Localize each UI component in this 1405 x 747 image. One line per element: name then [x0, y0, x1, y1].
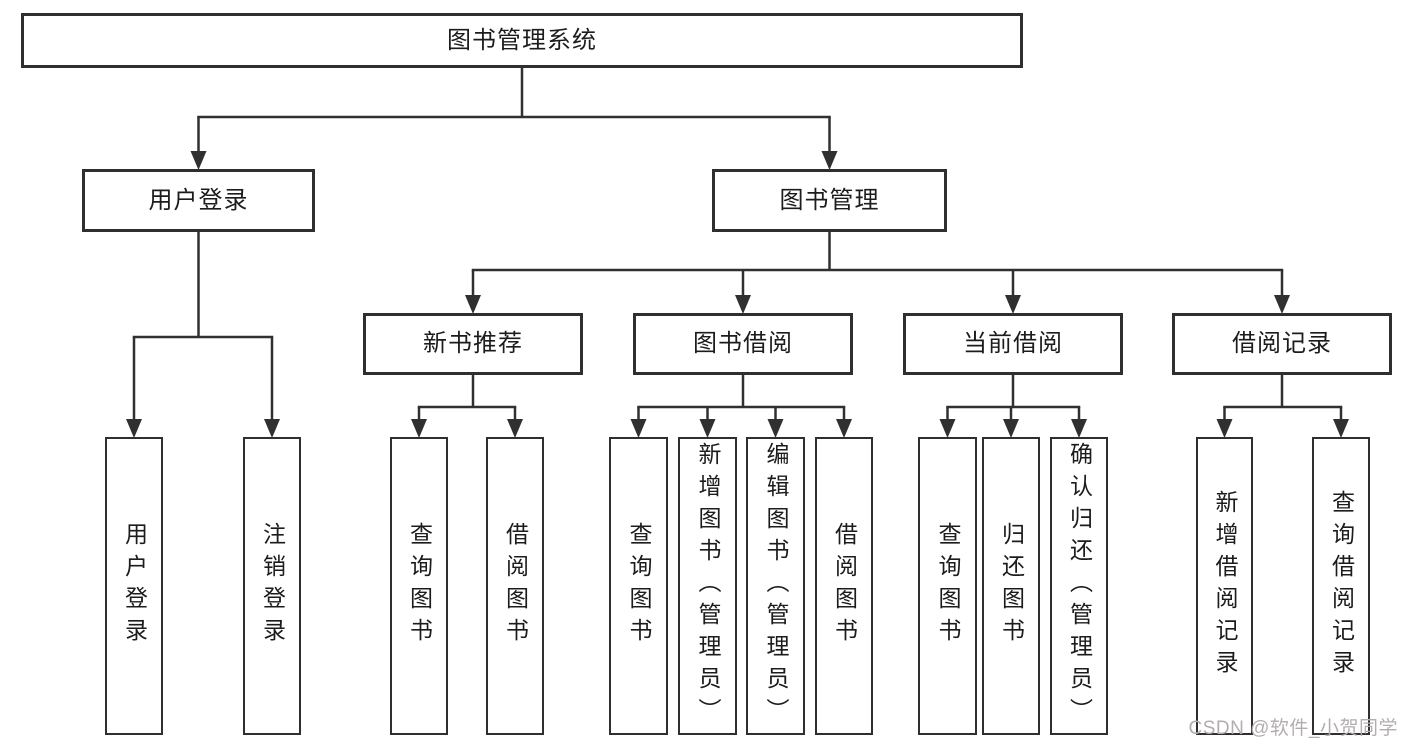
node-user-login: 用户登录	[82, 169, 315, 232]
node-label: 确认归还（管理员）	[1066, 442, 1093, 730]
node-leaf-query-book-2: 查询图书	[609, 437, 668, 735]
node-borrow-records: 借阅记录	[1172, 313, 1392, 375]
node-label: 归还图书	[998, 522, 1025, 650]
node-label: 新增图书（管理员）	[695, 442, 721, 730]
node-label: 新增借阅记录	[1212, 490, 1238, 682]
node-leaf-add-book: 新增图书（管理员）	[678, 437, 737, 735]
node-label: 编辑图书（管理员）	[763, 442, 789, 730]
node-label: 借阅图书	[831, 522, 858, 650]
node-label: 注销登录	[259, 522, 286, 650]
node-leaf-confirm-return: 确认归还（管理员）	[1050, 437, 1108, 735]
node-label: 查询图书	[406, 522, 433, 650]
node-leaf-borrow-book-1: 借阅图书	[486, 437, 544, 735]
node-leaf-edit-book: 编辑图书（管理员）	[746, 437, 805, 735]
node-leaf-borrow-book-2: 借阅图书	[815, 437, 873, 735]
node-label: 图书管理	[779, 186, 880, 214]
node-leaf-query-book-1: 查询图书	[390, 437, 448, 735]
node-leaf-query-book-3: 查询图书	[918, 437, 977, 735]
node-current-borrow: 当前借阅	[903, 313, 1123, 375]
node-leaf-add-record: 新增借阅记录	[1196, 437, 1253, 735]
node-label: 新书推荐	[423, 330, 523, 357]
node-book-mgmt: 图书管理	[712, 169, 947, 232]
node-new-book-rec: 新书推荐	[363, 313, 583, 375]
node-label: 图书管理系统	[447, 26, 597, 54]
node-leaf-user-login: 用户登录	[105, 437, 163, 735]
node-label: 查询借阅记录	[1328, 490, 1355, 682]
node-label: 查询图书	[935, 522, 961, 650]
watermark: CSDN @软件_小贺同学	[1188, 718, 1398, 739]
node-root: 图书管理系统	[21, 13, 1023, 68]
node-leaf-query-record: 查询借阅记录	[1312, 437, 1370, 735]
node-label: 用户登录	[148, 186, 249, 214]
node-label: 图书借阅	[693, 330, 793, 357]
node-book-borrow: 图书借阅	[633, 313, 853, 375]
node-leaf-logout: 注销登录	[243, 437, 301, 735]
node-label: 用户登录	[121, 522, 148, 650]
node-label: 查询图书	[626, 522, 652, 650]
node-label: 借阅图书	[502, 522, 529, 650]
node-label: 当前借阅	[963, 330, 1063, 357]
node-leaf-return-book: 归还图书	[982, 437, 1040, 735]
node-label: 借阅记录	[1232, 330, 1332, 357]
